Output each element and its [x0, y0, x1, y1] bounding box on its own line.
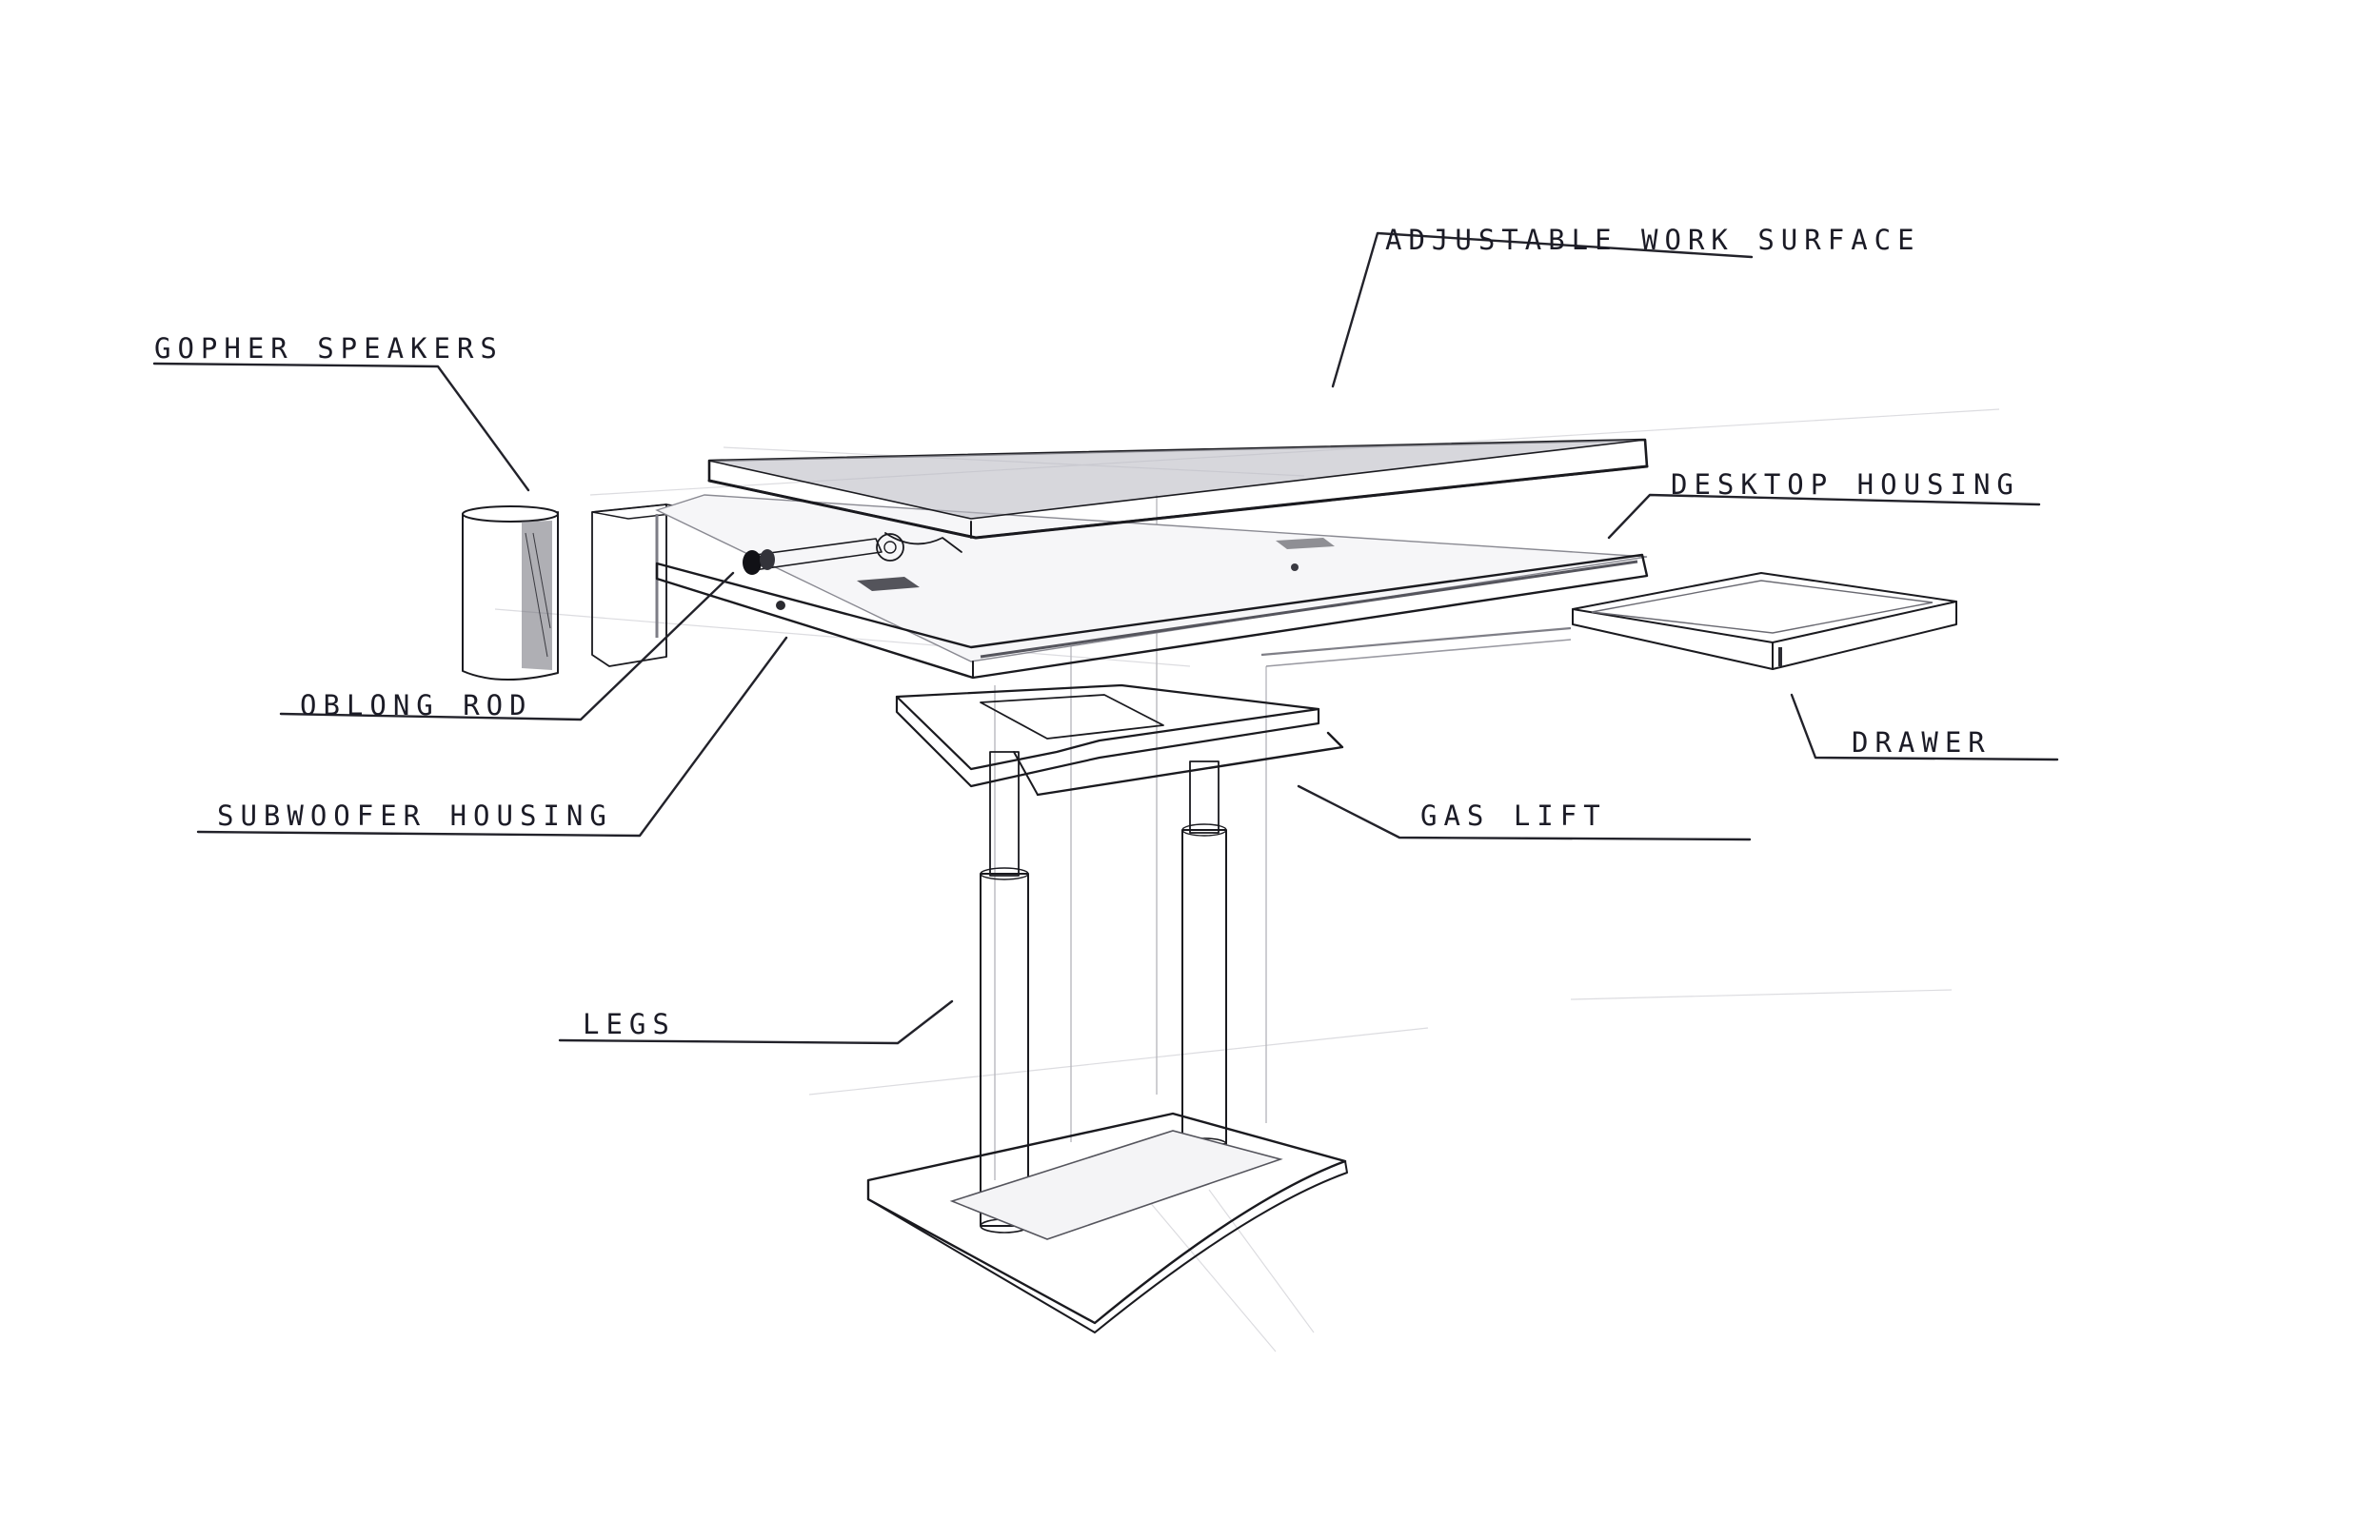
drawer [1260, 572, 1957, 670]
leader-adjustable-work-surface [1331, 231, 1754, 388]
label-oblong-rod: OBLONG ROD [300, 689, 533, 721]
label-gas-lift: GAS LIFT [1420, 800, 1607, 832]
label-gopher-speakers: GOPHER SPEAKERS [154, 332, 504, 365]
label-drawer: DRAWER [1852, 726, 1992, 759]
leader-oblong-rod [279, 571, 735, 721]
subwoofer-housing-box [591, 503, 705, 667]
gopher-speaker [462, 505, 559, 681]
label-adjustable-work-surface: ADJUSTABLE WORK SURFACE [1385, 224, 1921, 256]
desktop-housing [655, 494, 1649, 680]
label-desktop-housing: DESKTOP HOUSING [1671, 468, 2020, 501]
leader-desktop-housing [1607, 493, 2041, 540]
keyboard-tray [895, 683, 1344, 797]
label-subwoofer-housing: SUBWOOFER HOUSING [217, 800, 613, 832]
oblong-rod [743, 533, 904, 575]
base-plate [866, 1112, 1348, 1333]
leader-drawer [1790, 693, 2059, 761]
label-legs: LEGS [583, 1008, 676, 1040]
leader-gas-lift [1297, 784, 1752, 841]
leader-subwoofer-housing [196, 636, 788, 838]
leader-legs [558, 999, 954, 1045]
leader-lines [152, 231, 2059, 1045]
leader-gopher-speakers [152, 362, 530, 492]
adjustable-work-surface [707, 438, 1649, 553]
